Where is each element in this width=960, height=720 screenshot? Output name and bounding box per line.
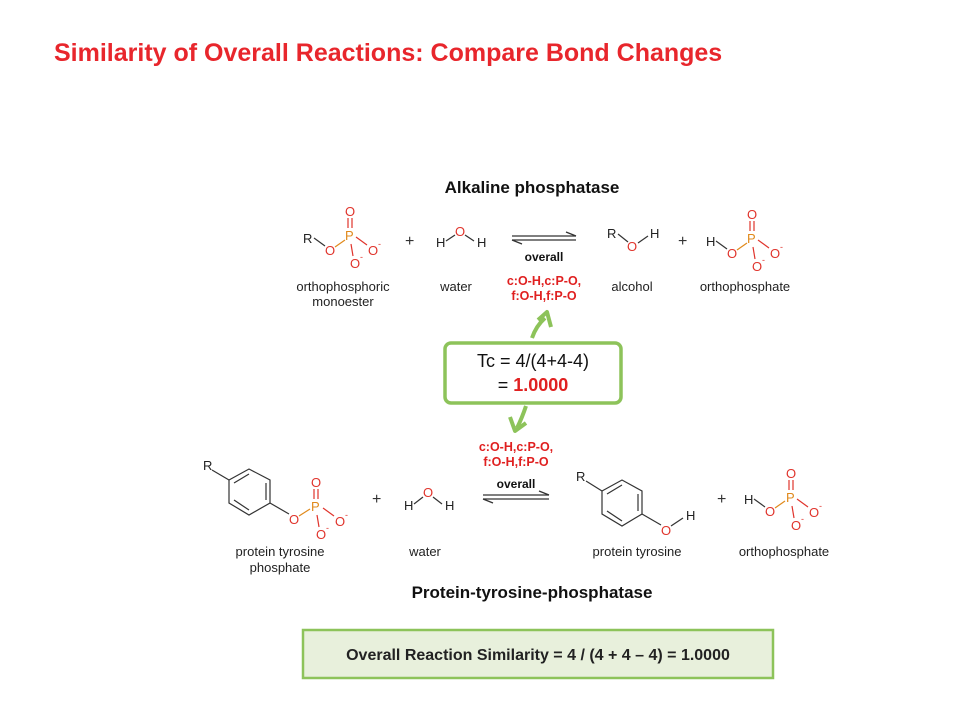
bottom-compound-1-name-line1: protein tyrosine bbox=[236, 544, 325, 559]
svg-text:H: H bbox=[706, 234, 715, 249]
top-compound-4-name: orthophosphate bbox=[700, 279, 790, 294]
svg-text:-: - bbox=[819, 501, 822, 511]
top-compound-2-name: water bbox=[439, 279, 472, 294]
summary-text: Overall Reaction Similarity = 4 / (4 + 4… bbox=[346, 647, 730, 664]
water-structure-top: H O H bbox=[436, 224, 486, 250]
top-arrow-label: overall bbox=[525, 250, 564, 264]
svg-text:P: P bbox=[786, 490, 795, 505]
top-compound-1-name-line2: monoester bbox=[312, 294, 374, 309]
svg-text:O: O bbox=[311, 475, 321, 490]
protein-tyrosine-structure: R O H bbox=[576, 469, 695, 538]
svg-text:O: O bbox=[423, 485, 433, 500]
green-arrow-down bbox=[508, 405, 528, 433]
svg-text:H: H bbox=[686, 508, 695, 523]
svg-text:-: - bbox=[762, 255, 765, 265]
svg-text:O: O bbox=[627, 239, 637, 254]
svg-text:-: - bbox=[345, 510, 348, 520]
bottom-compound-1-name-line2: phosphate bbox=[250, 560, 311, 575]
svg-text:H: H bbox=[445, 498, 454, 513]
svg-text:P: P bbox=[345, 228, 354, 243]
bottom-reaction-title: Protein-tyrosine-phosphatase bbox=[412, 583, 653, 602]
water-structure-bottom: H O H bbox=[404, 485, 454, 513]
bottom-compound-3-name: protein tyrosine bbox=[593, 544, 682, 559]
plus-sign: + bbox=[717, 491, 726, 508]
svg-text:O: O bbox=[350, 256, 360, 271]
summary-box bbox=[301, 628, 775, 680]
svg-text:O: O bbox=[809, 505, 819, 520]
plus-sign: + bbox=[372, 491, 381, 508]
svg-text:-: - bbox=[801, 514, 804, 524]
svg-text:O: O bbox=[727, 246, 737, 261]
svg-text:-: - bbox=[360, 252, 363, 262]
tanimoto-formula: Tc = 4/(4+4-4) bbox=[477, 351, 589, 371]
top-bond-changes-line2: f:O-H,f:P-O bbox=[511, 289, 577, 303]
svg-text:R: R bbox=[203, 458, 212, 473]
svg-text:H: H bbox=[744, 492, 753, 507]
slide-title: Similarity of Overall Reactions: Compare… bbox=[54, 39, 723, 67]
top-bond-changes-line1: c:O-H,c:P-O, bbox=[507, 274, 581, 288]
orthophosphate-structure-top: H O P O O - O - bbox=[706, 207, 783, 274]
svg-text:-: - bbox=[326, 523, 329, 533]
svg-text:H: H bbox=[650, 226, 659, 241]
alcohol-structure: R O H bbox=[607, 226, 659, 254]
green-arrow-up bbox=[530, 310, 553, 339]
protein-tyrosine-phosphate-structure: R O P O O - O - bbox=[203, 458, 348, 542]
svg-text:O: O bbox=[791, 518, 801, 533]
svg-text:O: O bbox=[368, 243, 378, 258]
tanimoto-result: = 1.0000 bbox=[498, 375, 569, 395]
svg-text:O: O bbox=[335, 514, 345, 529]
bottom-bond-changes-line2: f:O-H,f:P-O bbox=[483, 455, 549, 469]
svg-text:-: - bbox=[378, 239, 381, 249]
bottom-bond-changes-line1: c:O-H,c:P-O, bbox=[479, 440, 553, 454]
plus-sign: + bbox=[678, 233, 687, 250]
svg-text:R: R bbox=[303, 231, 312, 246]
svg-text:O: O bbox=[345, 204, 355, 219]
svg-text:O: O bbox=[786, 466, 796, 481]
bottom-compound-4-name: orthophosphate bbox=[739, 544, 829, 559]
svg-text:O: O bbox=[289, 512, 299, 527]
top-reaction-title: Alkaline phosphatase bbox=[445, 178, 620, 197]
svg-text:H: H bbox=[477, 235, 486, 250]
bottom-arrow-label: overall bbox=[497, 477, 536, 491]
top-equilibrium-arrow bbox=[511, 231, 577, 245]
svg-text:O: O bbox=[661, 523, 671, 538]
svg-text:O: O bbox=[770, 246, 780, 261]
svg-text:-: - bbox=[780, 242, 783, 252]
bottom-equilibrium-arrow bbox=[482, 490, 550, 504]
svg-text:O: O bbox=[325, 243, 335, 258]
bottom-compound-2-name: water bbox=[408, 544, 441, 559]
orthophosphate-structure-bottom: H O P O O - O - bbox=[744, 466, 822, 533]
svg-text:H: H bbox=[436, 235, 445, 250]
svg-text:R: R bbox=[576, 469, 585, 484]
top-compound-3-name: alcohol bbox=[611, 279, 652, 294]
svg-text:P: P bbox=[747, 231, 756, 246]
svg-text:R: R bbox=[607, 226, 616, 241]
svg-text:O: O bbox=[316, 527, 326, 542]
svg-text:H: H bbox=[404, 498, 413, 513]
plus-sign: + bbox=[405, 233, 414, 250]
svg-text:O: O bbox=[765, 504, 775, 519]
top-compound-1-name-line1: orthophosphoric bbox=[296, 279, 390, 294]
svg-text:P: P bbox=[311, 499, 320, 514]
svg-text:O: O bbox=[752, 259, 762, 274]
svg-text:O: O bbox=[455, 224, 465, 239]
tanimoto-box bbox=[443, 341, 623, 405]
orthophosphoric-monoester-structure: R O P O O - O - bbox=[303, 204, 381, 271]
svg-text:O: O bbox=[747, 207, 757, 222]
